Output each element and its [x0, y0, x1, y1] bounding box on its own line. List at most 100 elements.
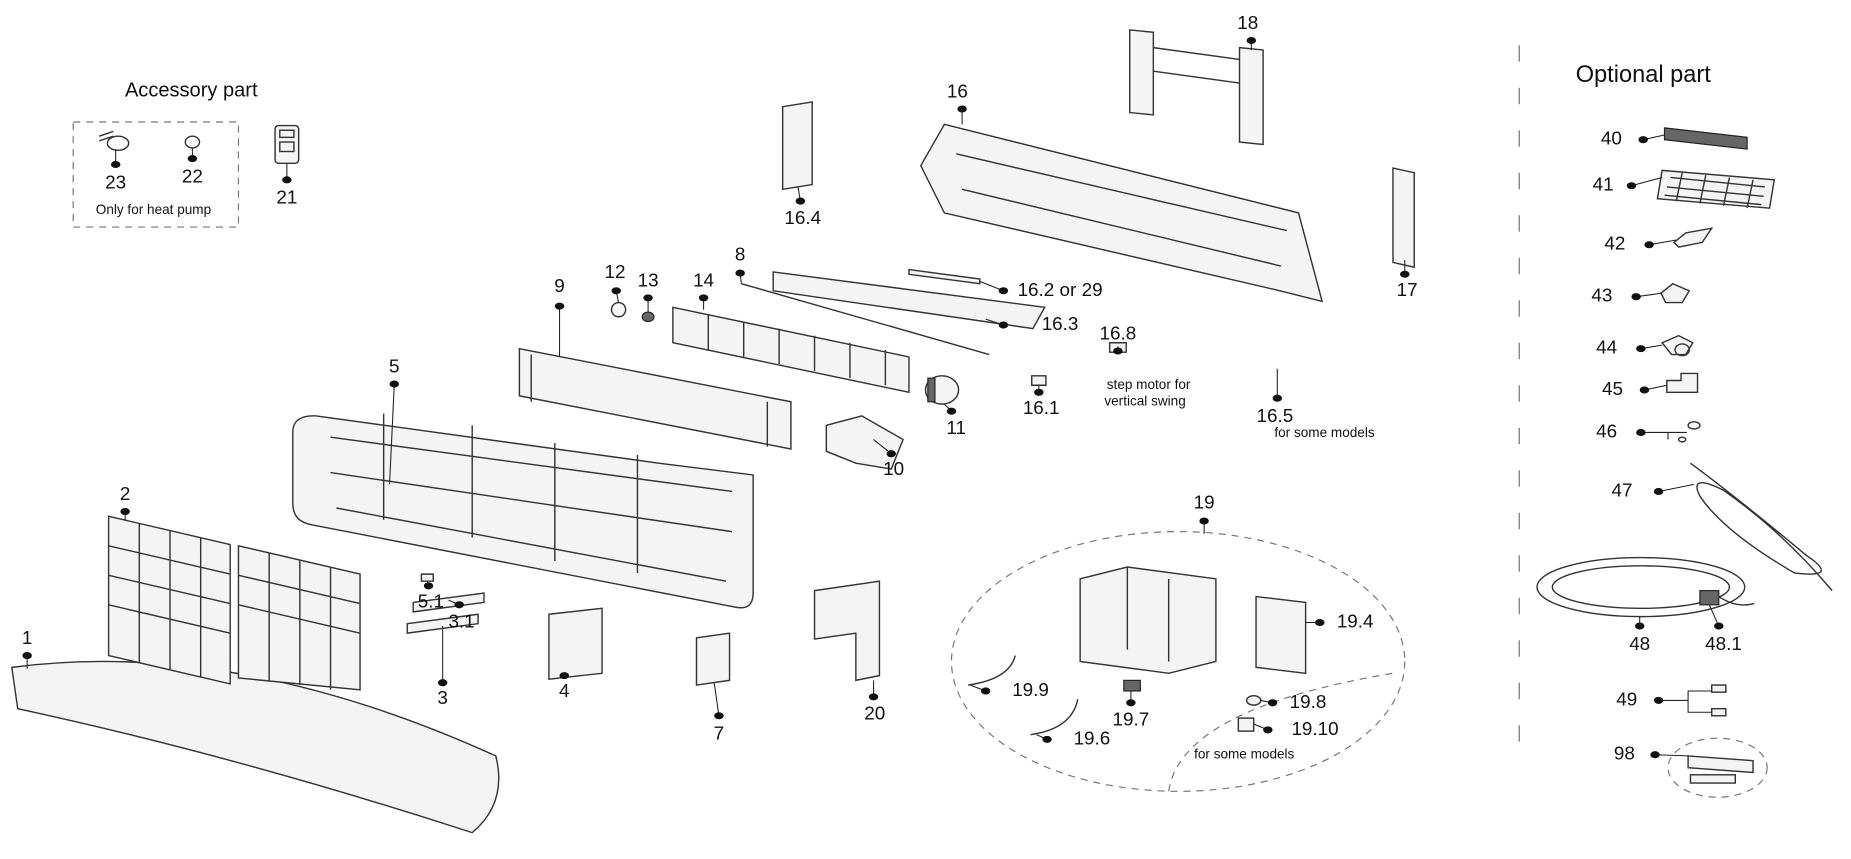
callout-dot [1634, 622, 1645, 630]
callout-16-4: 16.4 [784, 186, 821, 229]
callout-dot [1638, 136, 1648, 144]
callout-16-5: 16.5 [1257, 368, 1294, 427]
callout-dot [735, 269, 745, 277]
cross-flow-fan-part [672, 306, 910, 394]
leader-line [713, 682, 720, 716]
callout-dot [1653, 487, 1664, 496]
part-number-label: 12 [605, 262, 626, 283]
front-panel-part [11, 660, 500, 834]
step-motor-note-line1: step motor for [1107, 377, 1191, 392]
part-16-1 [1031, 375, 1047, 386]
part-number-label: 11 [946, 418, 966, 439]
part-number-label: 9 [554, 276, 565, 297]
callout-dot [1315, 618, 1325, 627]
heat-pump-note: Only for heat pump [96, 202, 211, 217]
part-number-label: 16.5 [1257, 406, 1294, 427]
part-number-label: 42 [1604, 234, 1625, 255]
callout-4: 4 [559, 672, 570, 702]
part-number-label: 3 [437, 688, 448, 709]
seal-ring-part [184, 135, 201, 149]
callout-19-10: 19.10 [1253, 719, 1339, 740]
some-models-note-16-5: for some models [1274, 425, 1374, 440]
heat-pump-accessory-box [72, 121, 240, 228]
power-cord-part [1690, 462, 1833, 592]
part-number-label: 43 [1591, 286, 1612, 307]
callout-43: 43 [1591, 286, 1663, 307]
callout-45: 45 [1602, 379, 1667, 400]
callout-dot [1400, 270, 1410, 278]
leader-line [1658, 483, 1695, 492]
part-19-7 [1123, 679, 1141, 692]
shaft-8-part [741, 283, 990, 356]
callout-1: 1 [22, 628, 32, 669]
callout-19-4: 19.4 [1305, 611, 1374, 632]
part-98 [1667, 737, 1768, 798]
part-number-label: 23 [105, 172, 126, 193]
remote-controller-part [274, 124, 300, 165]
display-board-part [406, 592, 485, 634]
part-46 [1646, 421, 1701, 443]
callout-dot [868, 693, 879, 701]
part-number-label: 5 [389, 357, 400, 378]
part-number-label: 21 [276, 188, 297, 209]
leader-line [389, 384, 395, 485]
callout-dot [1199, 517, 1209, 525]
drain-hose-part [1536, 556, 1755, 618]
part-number-label: 4 [559, 681, 570, 702]
callout-11: 11 [944, 403, 966, 439]
callout-47: 47 [1611, 480, 1695, 501]
part-number-label: 5.1 [418, 591, 444, 612]
callout-dot [22, 652, 32, 660]
crank-part [908, 268, 981, 285]
callout-dot [1126, 699, 1136, 707]
callout-dot [554, 302, 565, 310]
callout-dot [698, 294, 709, 302]
part-number-label: 17 [1397, 280, 1418, 301]
callout-dot [980, 687, 991, 695]
part-number-label: 45 [1602, 379, 1623, 400]
some-models-note-19: for some models [1194, 746, 1294, 761]
part-number-label: 14 [693, 270, 714, 291]
callout-12: 12 [605, 262, 626, 303]
callout-19-7: 19.7 [1113, 690, 1150, 730]
drain-joint-part [98, 130, 130, 152]
part-number-label: 48 [1629, 634, 1650, 655]
leader-line [1708, 604, 1720, 627]
callout-18: 18 [1237, 13, 1258, 50]
part-number-label: 2 [120, 484, 130, 505]
callout-dot [1246, 36, 1257, 45]
callout-dot [1650, 751, 1660, 759]
step-motor-note-line2: vertical swing [1104, 393, 1185, 408]
callout-dot [957, 105, 967, 113]
callout-20: 20 [864, 680, 885, 725]
accessory-heading: Accessory part [125, 80, 258, 102]
part-number-label: 13 [638, 270, 659, 291]
part-43 [1660, 282, 1691, 304]
purifier-filter-part [1656, 169, 1776, 209]
callout-dot [1636, 345, 1646, 353]
callout-dot [389, 380, 400, 388]
callout-17: 17 [1397, 260, 1418, 301]
part-number-label: 18 [1237, 13, 1258, 34]
part-number-label: 19.8 [1290, 692, 1327, 713]
callout-19: 19 [1194, 492, 1215, 534]
leader-line [1655, 754, 1689, 757]
filter-strip-part [1663, 127, 1748, 150]
part-19-8 [1245, 694, 1262, 706]
part-number-label: 3.1 [448, 611, 474, 632]
part-44 [1660, 334, 1694, 357]
callout-dot [795, 197, 806, 205]
callout-10: 10 [873, 439, 904, 480]
callout-16-8: 16.8 [1100, 323, 1136, 355]
part-number-label: 20 [864, 704, 885, 725]
callout-dot [643, 294, 653, 302]
part-49 [1664, 684, 1727, 717]
part-number-label: 19.7 [1113, 709, 1150, 730]
callout-dot [187, 155, 198, 163]
part-42 [1672, 227, 1714, 248]
callout-dot [423, 582, 434, 590]
some-models-group [1168, 672, 1394, 792]
callout-40: 40 [1601, 129, 1665, 150]
callout-7: 7 [713, 682, 724, 745]
